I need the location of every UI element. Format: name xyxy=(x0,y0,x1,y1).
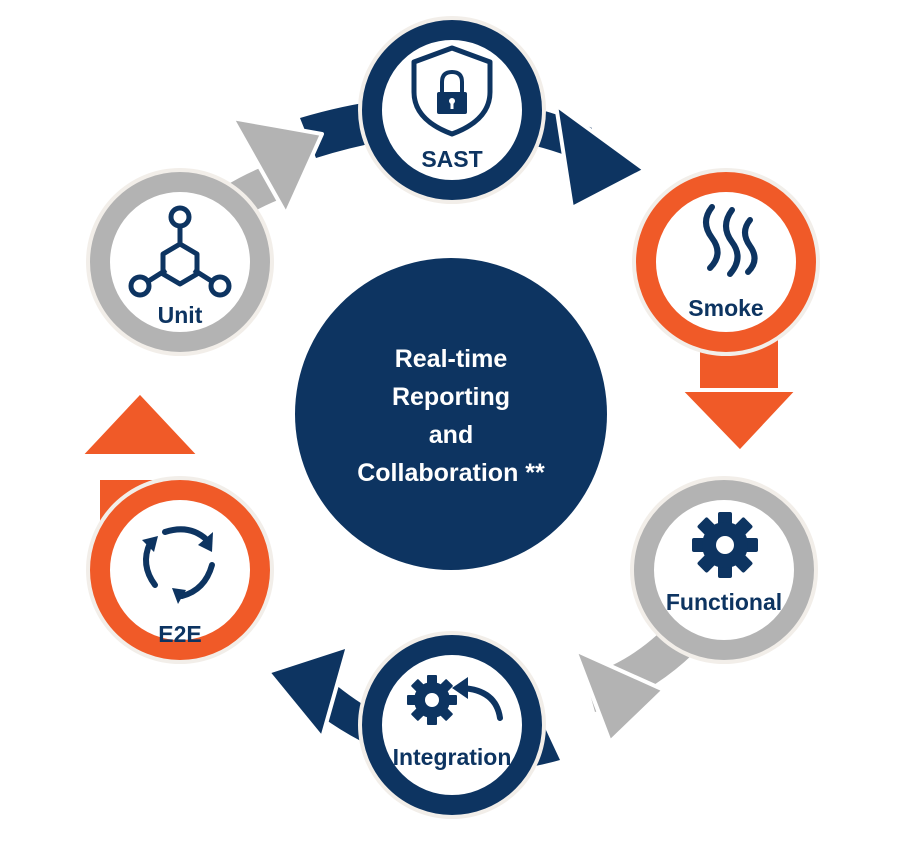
molecule-icon xyxy=(128,205,232,298)
node-label-sast: SAST xyxy=(421,146,482,172)
node-integration: Integration xyxy=(358,631,546,819)
gear-icon xyxy=(692,512,758,578)
gear-return-arrow-icon xyxy=(407,675,503,725)
center-hub: Real-time Reporting and Collaboration ** xyxy=(295,258,607,570)
node-unit: Unit xyxy=(86,168,274,356)
node-label-functional: Functional xyxy=(666,589,782,615)
center-line-2: Reporting xyxy=(392,383,510,411)
shield-lock-icon xyxy=(411,45,493,137)
node-sast: SAST xyxy=(358,16,546,204)
center-line-1: Real-time xyxy=(395,345,508,373)
node-label-smoke: Smoke xyxy=(688,295,763,321)
node-label-e2e: E2E xyxy=(158,621,201,647)
center-line-3: and xyxy=(429,421,473,449)
cycle-arrows-icon xyxy=(142,526,215,604)
node-label-unit: Unit xyxy=(158,302,203,328)
node-e2e: E2E xyxy=(86,476,274,664)
node-smoke: Smoke xyxy=(632,168,820,356)
node-label-integration: Integration xyxy=(393,744,512,770)
center-line-4: Collaboration ** xyxy=(357,459,545,487)
node-functional: Functional xyxy=(630,476,818,664)
smoke-icon xyxy=(703,204,758,277)
